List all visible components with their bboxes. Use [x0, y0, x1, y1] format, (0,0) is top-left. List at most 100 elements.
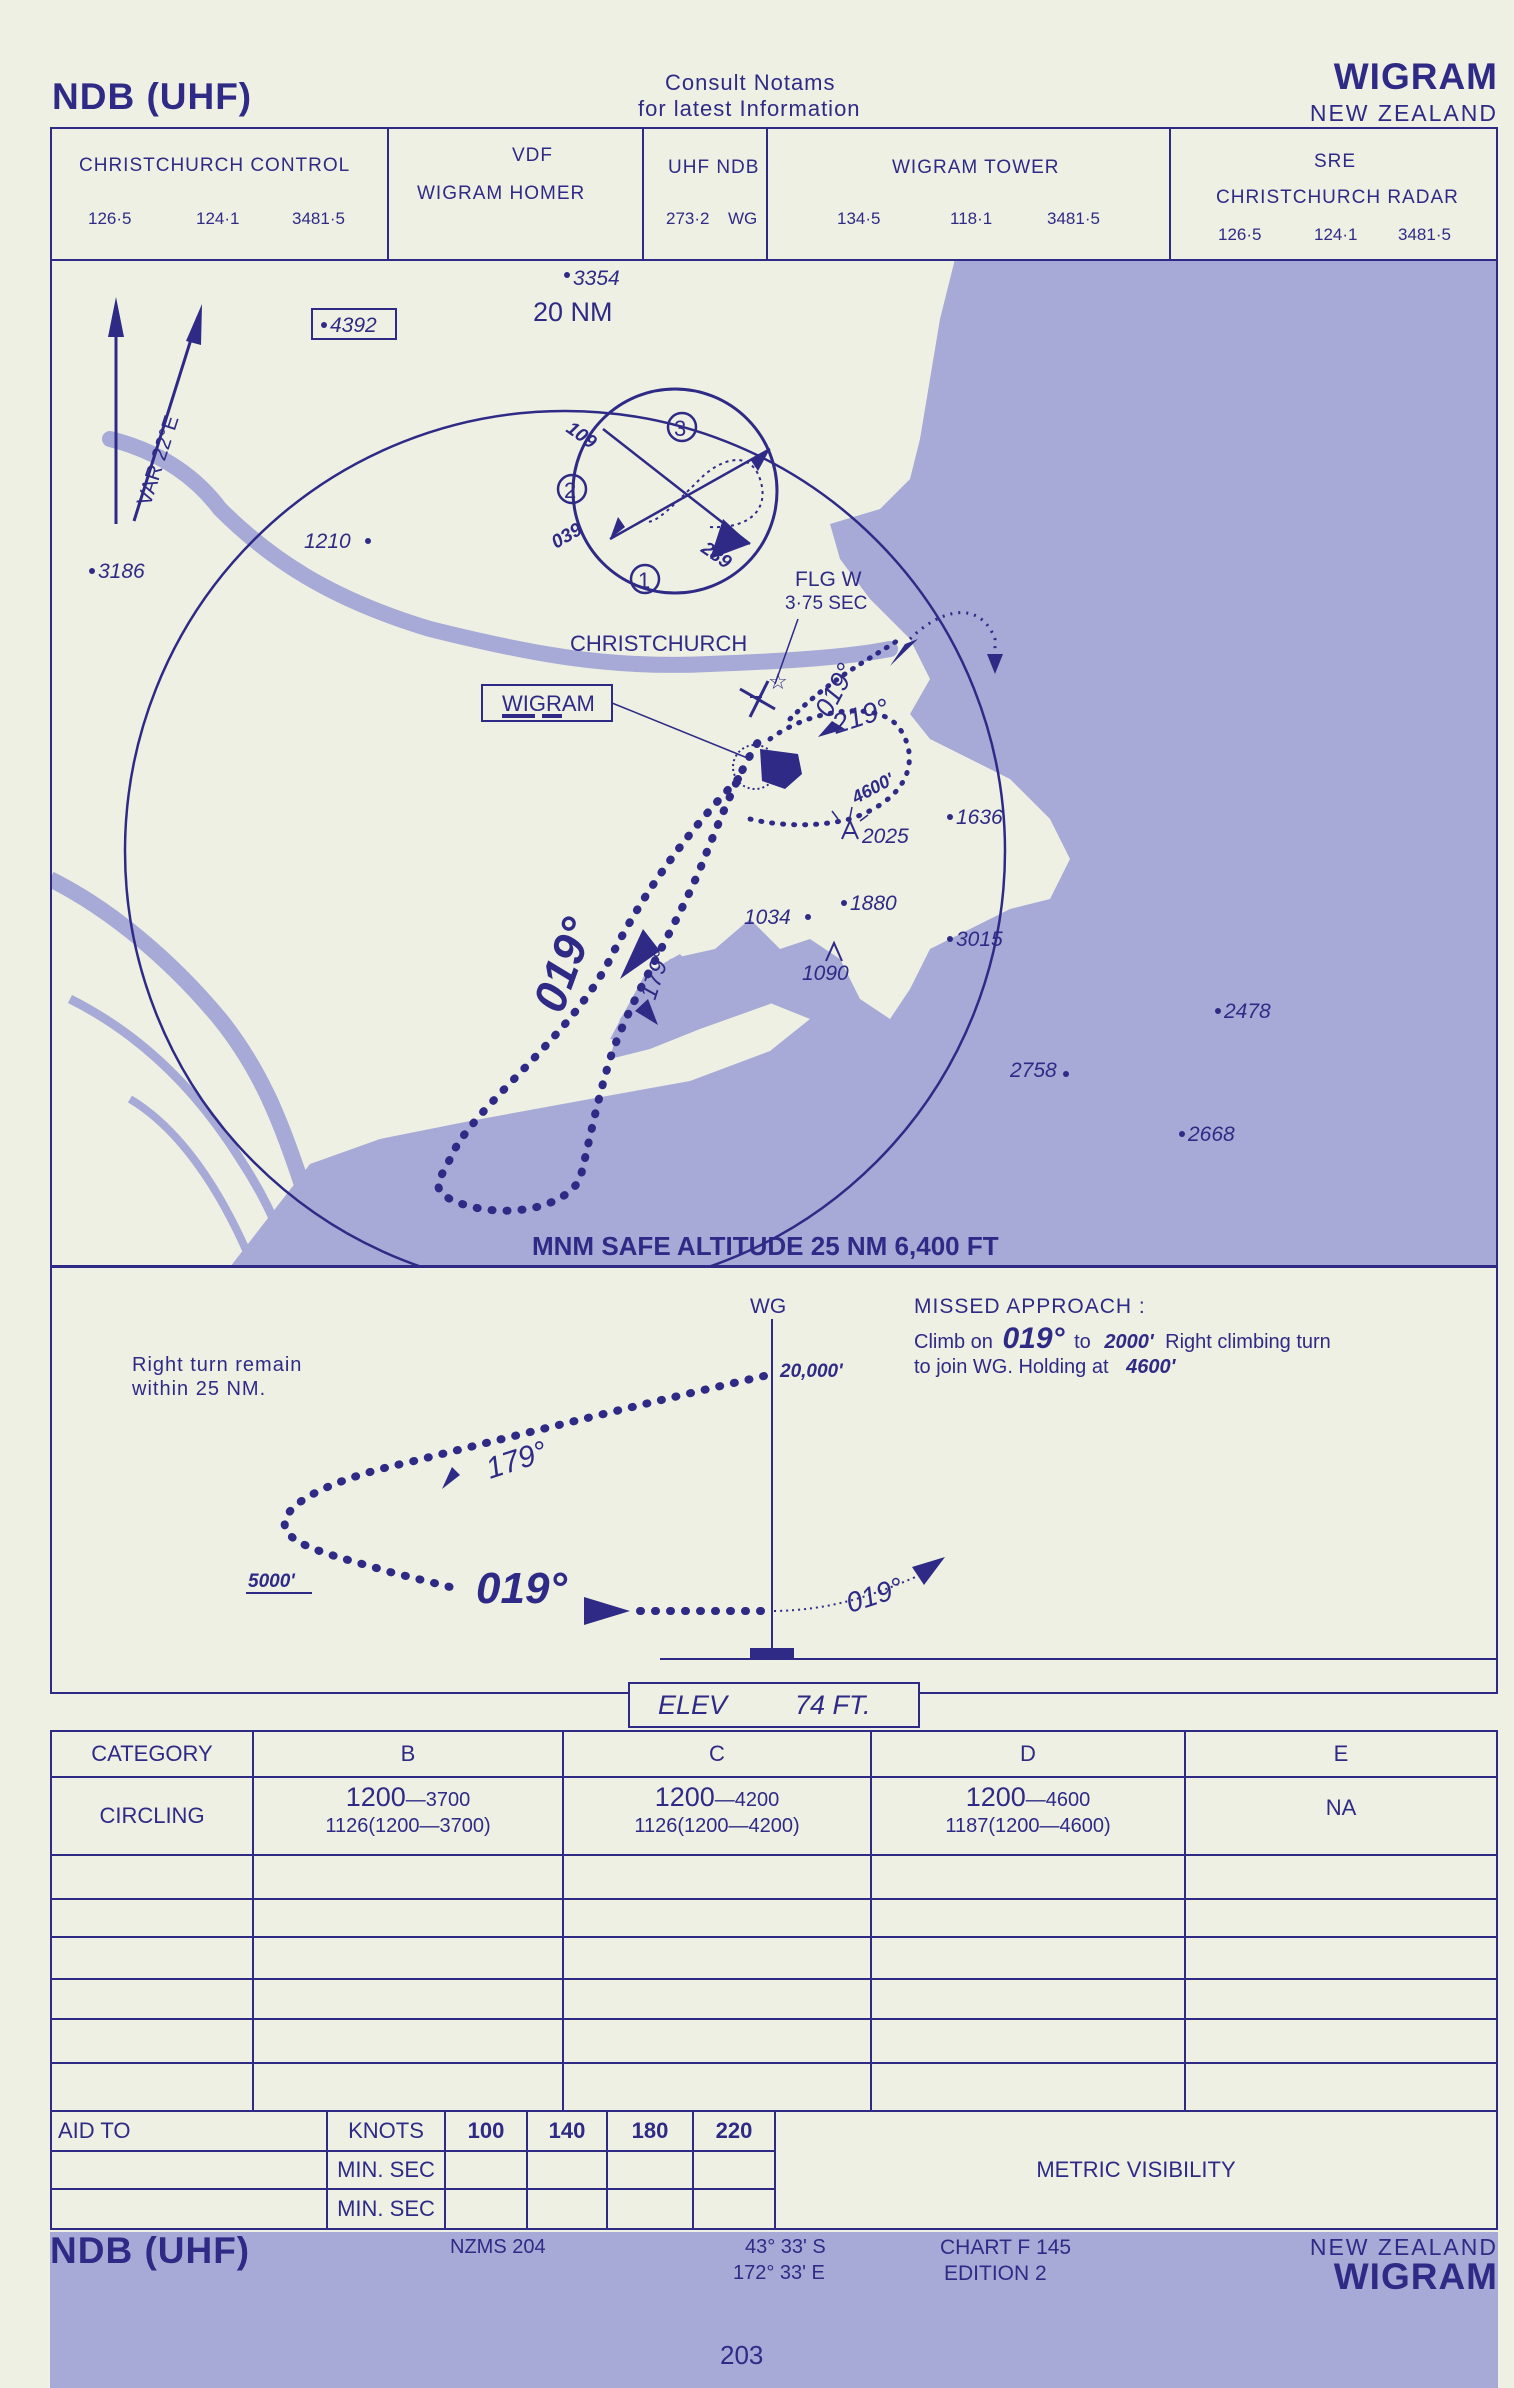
missed-approach-text: Climb on 019° to 2000' Right climbing tu… [914, 1322, 1331, 1355]
lagoon [610, 954, 700, 1044]
speed-180: 180 [631, 2118, 669, 2143]
elevation-box: ELEV 74 FT. [628, 1682, 920, 1728]
comm-title-sre: SRE [1314, 151, 1357, 172]
spot-height: 3186 [98, 560, 145, 583]
footer-map-series: NZMS 204 [450, 2236, 546, 2258]
comms-strip: CHRISTCHURCH CONTROL 126·5 124·1 3481·5 … [50, 127, 1498, 261]
circling-cat-e: NA [1325, 1795, 1357, 1820]
footer-edition: EDITION 2 [944, 2262, 1047, 2285]
procedure-inset: 2 3 1 109 039 289 [548, 387, 779, 595]
inset-leg-1: 1 [638, 568, 650, 593]
airfield-label: WIGRAM [502, 691, 595, 716]
spot-height: 2758 [1009, 1059, 1057, 1082]
spot-height: 1636 [956, 806, 1003, 829]
range-ring-20nm [123, 409, 1007, 1267]
spot-height: 2025 [861, 825, 909, 848]
profile-view: WG Right turn remain within 25 NM. 20,00… [131, 1295, 1498, 1660]
beacon-light-period: 3·75 SEC [785, 593, 867, 614]
minima-header-b: B [400, 1741, 416, 1766]
metric-visibility-label: METRIC VISIBILITY [1036, 2157, 1236, 2182]
comm-freq: 273·2 [666, 209, 710, 228]
spot-height: 4392 [330, 314, 377, 337]
circling-label: CIRCLING [99, 1803, 205, 1828]
spot-height: 1034 [744, 906, 791, 929]
comm-title-uhf-ndb: UHF NDB [668, 157, 760, 178]
speed-140: 140 [548, 2118, 586, 2143]
obstacle-icon [825, 940, 843, 962]
comm-freq: 3481·5 [1398, 225, 1451, 244]
city-label: CHRISTCHURCH [570, 631, 747, 656]
profile-note-line-1: Right turn remain [132, 1354, 302, 1376]
spot-height: 1210 [304, 530, 351, 553]
comm-sub-christchurch-radar: CHRISTCHURCH RADAR [1216, 187, 1459, 208]
ground-marker-icon [750, 1648, 794, 1659]
spot-height: 3354 [573, 267, 620, 290]
timing-table: AID TO KNOTS 100 140 180 220 MIN. SEC MI… [50, 2110, 1498, 2230]
comm-freq: 126·5 [1218, 225, 1262, 244]
obstacle-icon [841, 818, 859, 840]
minima-header-category: CATEGORY [91, 1741, 213, 1766]
profile-alt-top: 20,000' [779, 1361, 844, 1382]
comm-title-vdf: VDF [512, 145, 553, 166]
min-sec-label-1: MIN. SEC [337, 2157, 435, 2182]
circling-cat-b: 1200—3700 1126(1200—3700) [325, 1782, 491, 1837]
range-ring-label: 20 NM [533, 297, 613, 327]
plan-view-frame [50, 259, 1498, 1267]
speed-100: 100 [467, 2118, 505, 2143]
min-sec-label-2: MIN. SEC [337, 2196, 435, 2221]
missed-approach-title: MISSED APPROACH : [914, 1295, 1146, 1318]
elevation-label: ELEV [658, 1690, 728, 1720]
page-number: 203 [720, 2340, 764, 2370]
consult-notams-line-1: Consult Notams [665, 70, 836, 95]
profile-fix-label: WG [750, 1295, 786, 1318]
footer-longitude: 172° 33' E [733, 2262, 825, 2284]
spot-height: 2478 [1223, 1000, 1271, 1023]
consult-notams-line-2: for latest Information [638, 96, 861, 121]
minimum-safe-altitude: MNM SAFE ALTITUDE 25 NM 6,400 FT [532, 1231, 999, 1261]
chart-title-right: WIGRAM [1333, 56, 1498, 97]
comm-freq: 118·1 [950, 209, 993, 228]
comm-freq: 124·1 [196, 209, 240, 228]
elevation-value: 74 FT. [795, 1690, 871, 1720]
spot-heights: 4392 3354 3186 1210 1636 2025 1880 1034 … [89, 267, 1271, 1146]
track-arrow-icon [584, 1597, 630, 1625]
footer-country: NEW ZEALAND [1309, 2234, 1498, 2260]
north-arrow-icon [108, 297, 124, 337]
spot-height: 1090 [802, 962, 849, 985]
track-arrow-icon [620, 929, 660, 979]
comm-freq: 126·5 [88, 209, 132, 228]
aid-to-label: AID TO [58, 2118, 131, 2143]
missed-approach-text-2: to join WG. Holding at 4600' [914, 1356, 1177, 1378]
circling-cat-d: 1200—4600 1187(1200—4600) [945, 1782, 1111, 1837]
comm-freq: 134·5 [837, 209, 881, 228]
plan-view-map: 20 NM VAR 22°E 2 3 1 109 039 289 019° [50, 259, 1498, 1267]
inset-leg-2: 2 [564, 478, 576, 503]
footer-latitude: 43° 33' S [745, 2236, 826, 2258]
comm-sub-wigram-homer: WIGRAM HOMER [417, 183, 586, 204]
spot-height: 1880 [850, 892, 897, 915]
track-arrow-icon [442, 1467, 460, 1489]
inset-leg-3: 3 [674, 416, 686, 441]
comm-title-christchurch-control: CHRISTCHURCH CONTROL [79, 155, 351, 176]
comm-freq: 124·1 [1314, 225, 1358, 244]
beacon-star-icon: ☆ [768, 669, 788, 694]
footer-title-right: WIGRAM [1333, 2256, 1498, 2297]
chart-title-left: NDB (UHF) [52, 76, 253, 117]
selwyn-river [67, 994, 295, 1261]
footer-chart-number: CHART F 145 [940, 2236, 1072, 2259]
christchurch-city-icon [760, 749, 802, 789]
speed-220: 220 [715, 2118, 753, 2143]
profile-frame [50, 1266, 1498, 1692]
spot-height: 3015 [956, 928, 1003, 951]
profile-inbound-track: 019° [476, 1564, 567, 1613]
sea-area [230, 259, 1498, 1267]
minima-table: CATEGORY B C D E CIRCLING 1200—3700 1126… [50, 1730, 1498, 2112]
waimakariri-river [102, 431, 898, 673]
footer-shading [50, 2232, 1498, 2388]
footer-title-left: NDB (UHF) [50, 2230, 251, 2271]
circling-cat-c: 1200—4200 1126(1200—4200) [634, 1782, 800, 1837]
comm-freq: 3481·5 [1047, 209, 1100, 228]
magnetic-north-arrow [132, 316, 200, 522]
comm-title-wigram-tower: WIGRAM TOWER [892, 157, 1060, 178]
minima-header-c: C [709, 1741, 725, 1766]
